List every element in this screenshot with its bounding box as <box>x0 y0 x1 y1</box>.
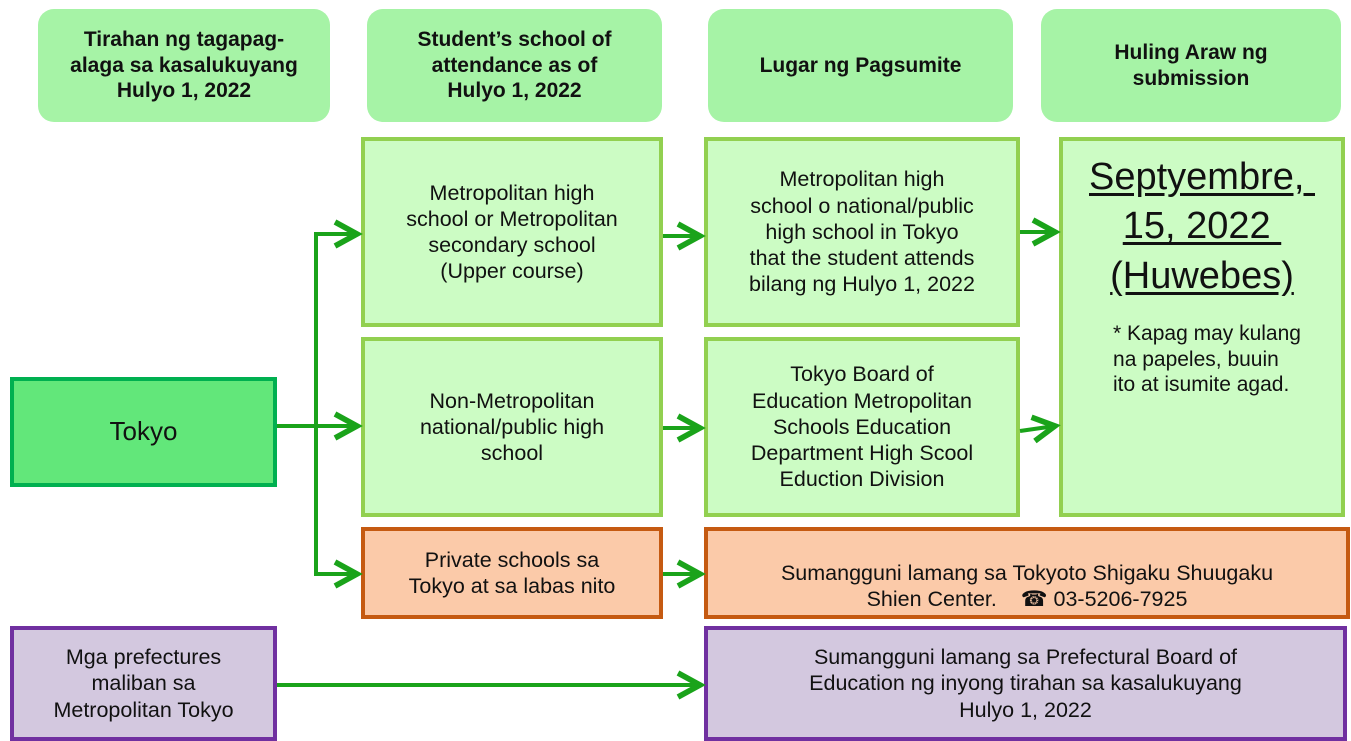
deadline-day-year: 15, 2022 <box>1122 205 1282 248</box>
school-non-metropolitan: Non-Metropolitan national/public high sc… <box>361 337 663 517</box>
submission-metropolitan-school: Metropolitan high school o national/publ… <box>704 137 1020 327</box>
header-submission-place: Lugar ng Pagsumite <box>708 9 1013 122</box>
deadline-note: * Kapag may kulang na papeles, buuin ito… <box>1113 322 1301 397</box>
residence-tokyo: Tokyo <box>10 377 277 487</box>
deadline-weekday: (Huwebes) <box>1110 254 1294 297</box>
deadline-box: Septyembre, 15, 2022 (Huwebes) * Kapag m… <box>1059 137 1345 517</box>
phone-icon: ☎ <box>1020 587 1048 612</box>
private-center-phone: 03-5206-7925 <box>1053 587 1188 612</box>
header-deadline: Huling Araw ng submission <box>1041 9 1341 122</box>
submission-private-center: Sumangguni lamang sa Tokyoto Shigaku Shu… <box>704 527 1350 619</box>
school-metropolitan: Metropolitan high school or Metropolitan… <box>361 137 663 327</box>
header-residence: Tirahan ng tagapag- alaga sa kasalukuyan… <box>38 9 330 122</box>
header-school-attendance: Student’s school of attendance as of Hul… <box>367 9 662 122</box>
submission-prefectural-board: Sumangguni lamang sa Prefectural Board o… <box>704 626 1347 741</box>
arrow-board-to-deadline <box>1019 414 1061 444</box>
deadline-month: Septyembre, <box>1089 156 1315 198</box>
private-center-text: Sumangguni lamang sa Tokyoto Shigaku Shu… <box>780 560 1274 612</box>
submission-tokyo-board: Tokyo Board of Education Metropolitan Sc… <box>704 337 1020 517</box>
school-private: Private schools sa Tokyo at sa labas nit… <box>361 527 663 619</box>
